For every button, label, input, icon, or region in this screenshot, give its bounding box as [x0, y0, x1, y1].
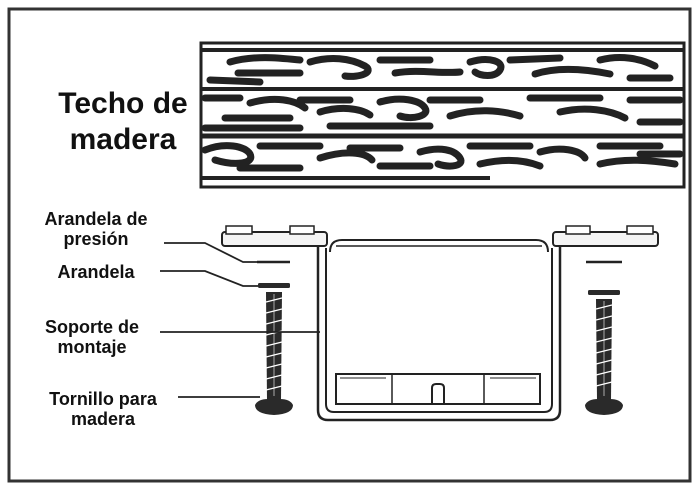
bracket-label-line2: montaje — [57, 337, 127, 358]
base-clip — [335, 373, 541, 405]
lock-washer-label-line2: presión — [63, 229, 129, 250]
leader-lock-washer — [164, 242, 257, 263]
right-flange — [552, 231, 659, 247]
bracket-inner — [325, 248, 553, 413]
right-washer — [588, 290, 620, 295]
left-flange — [221, 231, 328, 247]
left-fastener-stack — [255, 260, 293, 415]
screw-label-line1: Tornillo para — [49, 389, 157, 409]
bracket-outer — [316, 246, 562, 422]
left-wood-screw — [255, 292, 293, 415]
screw-label-line2: madera — [70, 409, 136, 430]
right-wood-screw — [585, 299, 623, 415]
wood-ceiling — [199, 41, 686, 189]
wood-grain-row-3 — [201, 142, 684, 172]
ceiling-label-line1: Techo de — [58, 87, 188, 120]
washer-label: Arandela — [26, 262, 166, 282]
lock-washer-label-line1: Arandela de — [44, 209, 148, 229]
bracket-label: Soporte de montaje — [22, 317, 162, 357]
wood-grain-row-1 — [206, 54, 674, 86]
left-flange-tab — [225, 225, 253, 235]
ceiling-label: Techo de madera — [48, 86, 198, 158]
leader-washer — [160, 270, 258, 287]
lock-washer-label: Arandela de presión — [26, 209, 166, 249]
ceiling-label-line2: madera — [69, 123, 177, 156]
left-flange-tab — [289, 225, 315, 235]
left-washer — [258, 283, 290, 288]
washer-label-line1: Arandela — [57, 262, 135, 282]
mount-bracket-shape — [221, 225, 659, 422]
screw-label: Tornillo para madera — [18, 389, 188, 429]
bracket-label-line1: Soporte de — [44, 317, 139, 337]
housing-top — [329, 239, 549, 253]
clip-latch — [431, 383, 445, 404]
right-flange-tab — [565, 225, 591, 235]
right-fastener-stack — [585, 260, 623, 415]
right-flange-tab — [626, 225, 654, 235]
leader-lines — [160, 242, 320, 398]
wood-grain-row-2 — [201, 94, 684, 132]
